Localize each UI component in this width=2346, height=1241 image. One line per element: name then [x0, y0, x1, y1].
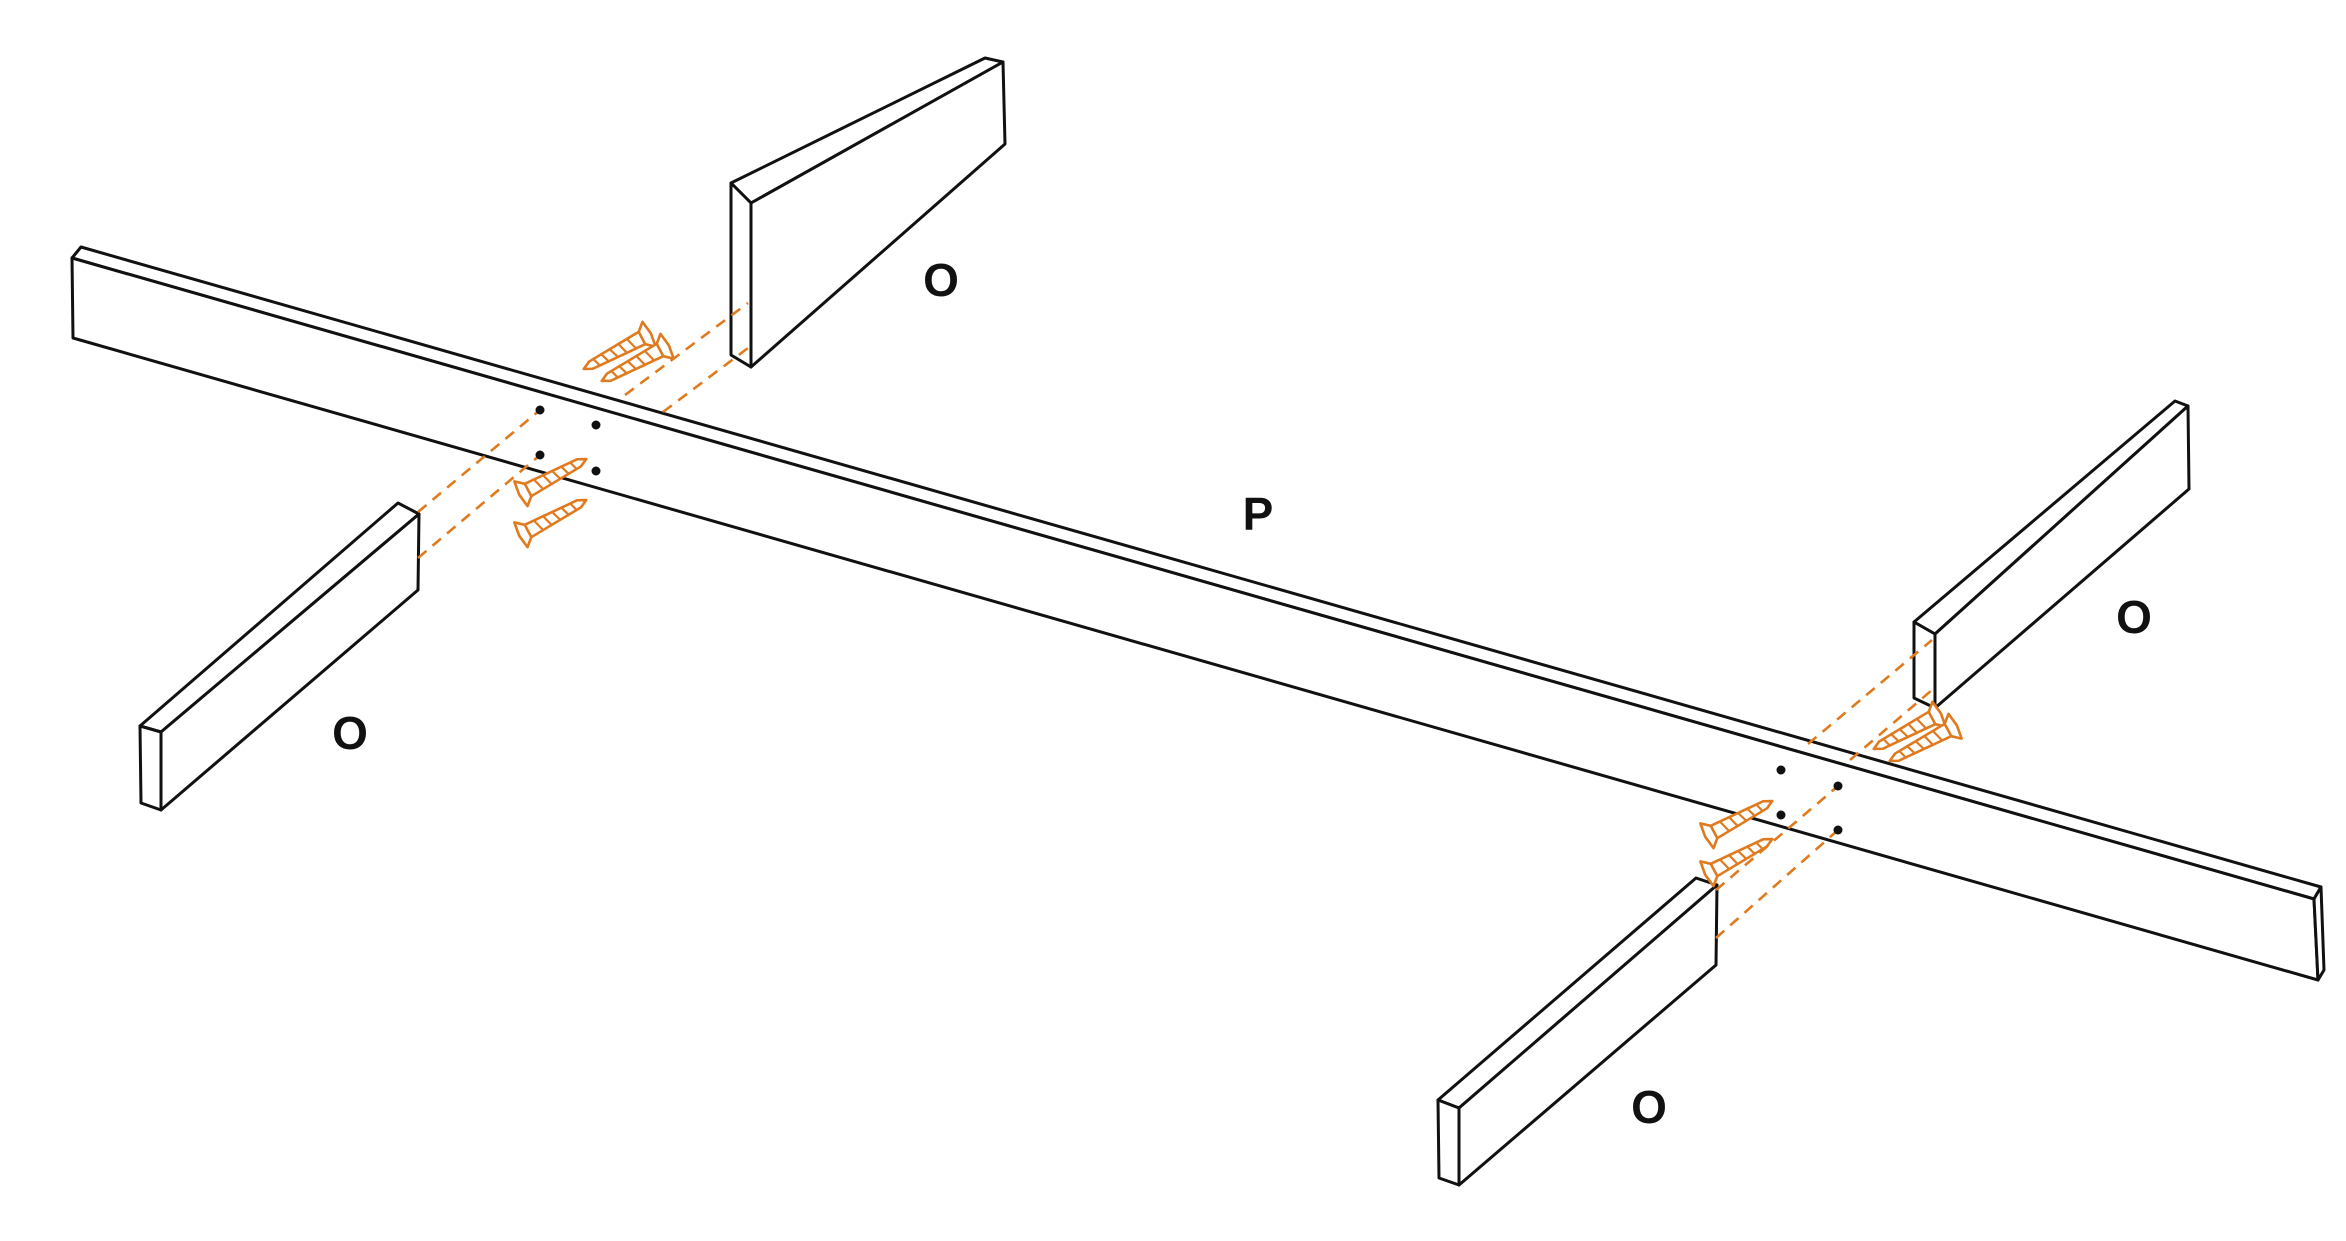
pilot-hole-icon — [591, 420, 601, 430]
label-cross-piece-front-left: O — [332, 707, 368, 759]
pilot-hole-icon — [1833, 781, 1843, 791]
label-cross-piece-back-left: O — [923, 254, 959, 306]
pilot-hole-icon — [1776, 765, 1786, 775]
right-joint-holes — [1776, 765, 1843, 835]
cross-piece-back-left — [729, 56, 1007, 369]
label-cross-piece-front-right: O — [1631, 1081, 1667, 1133]
main-beam — [70, 245, 2326, 982]
pilot-hole-icon — [535, 405, 545, 415]
right-joint-guides — [1715, 639, 1933, 939]
label-main-beam: P — [1243, 488, 1274, 540]
left-joint-guides — [417, 301, 749, 559]
label-cross-piece-back-right: O — [2116, 591, 2152, 643]
pilot-hole-icon — [591, 466, 601, 476]
cross-piece-front-left — [138, 501, 421, 812]
pilot-hole-icon — [535, 450, 545, 460]
cross-piece-back-right — [1912, 399, 2191, 710]
pilot-hole-icon — [1776, 810, 1786, 820]
left-joint-holes — [535, 405, 601, 476]
pilot-hole-icon — [1833, 825, 1843, 835]
cross-piece-front-right — [1436, 876, 1719, 1187]
